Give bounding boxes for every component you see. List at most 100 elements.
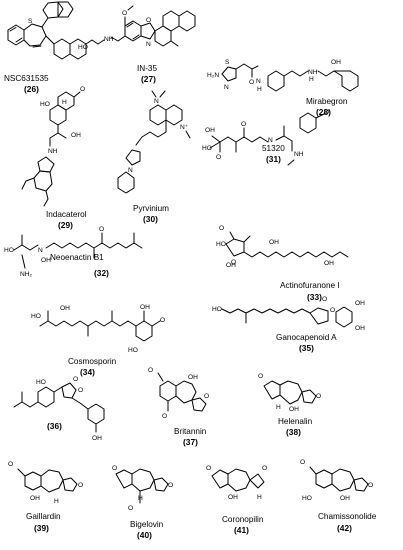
atom-O-29: O xyxy=(80,86,85,93)
atom-NH-28: NH xyxy=(308,69,318,76)
compound-number-37: (37) xyxy=(183,437,198,447)
compound-name-26: NSC631535 xyxy=(4,74,49,83)
atom-O-ketone-32: O xyxy=(99,226,104,233)
structure-32: HO NH₂ N OH O Neoenactin B1 (32) xyxy=(4,226,143,278)
atom-OH2-34: OH xyxy=(60,305,70,312)
structure-37: O OH O O Britannin (37) xyxy=(148,367,209,447)
atom-OH-37: OH xyxy=(188,374,198,381)
atom-O-lactone-40: O xyxy=(168,482,173,489)
atom-OMe-31: O xyxy=(324,109,329,116)
structure-31: OH HO O O N O NH 51320 (31) xyxy=(202,109,329,166)
compound-name-34: Cosmosporin xyxy=(68,357,117,366)
compound-name-37: Britannin xyxy=(174,427,207,436)
structure-27: O N O NH HO IN-35 (27) xyxy=(78,5,196,84)
atom-O-oxazole: O xyxy=(146,17,151,24)
atom-H2N-28: H₂N xyxy=(207,72,219,79)
atom-OH2-35: OH xyxy=(355,325,365,332)
atom-OH-36: OH xyxy=(92,435,102,442)
atom-OH-42: OH xyxy=(340,495,350,502)
compound-name-38: Helenalin xyxy=(278,417,313,426)
atom-O-acetyl-42: O xyxy=(300,459,305,466)
atom-O-acetyl-40: O xyxy=(128,505,133,512)
atom-Nplus-30: N⁺ xyxy=(180,124,189,131)
structure-36: HO O O OH (36) xyxy=(13,376,105,442)
atom-OH-ring-34: OH xyxy=(140,304,150,311)
structure-41: O OH O H Coronopilin (41) xyxy=(206,465,267,535)
structure-40: O H O O Bigelovin (40) xyxy=(112,465,173,540)
atom-HO-42: HO xyxy=(302,495,312,502)
atom-H-39: H xyxy=(54,498,59,505)
atom-OH-39: OH xyxy=(30,495,40,502)
structure-30: N N⁺ N Pyrvinium (30) xyxy=(117,90,191,224)
atom-S: S xyxy=(28,18,33,25)
structure-42: O HO OH O Chamissonolide (42) xyxy=(300,459,377,533)
atom-H2-28: H xyxy=(309,76,314,83)
atom-H-38: H xyxy=(276,404,281,411)
atom-H-41: H xyxy=(257,494,262,501)
atom-HO-36: HO xyxy=(36,379,46,386)
compound-number-38: (38) xyxy=(286,427,301,437)
compound-number-28: (28) xyxy=(316,107,331,117)
atom-N-amide-28: N xyxy=(256,78,261,85)
atom-HO-29: HO xyxy=(40,101,50,108)
compound-number-42: (42) xyxy=(337,523,352,533)
atom-O-lactone-39: O xyxy=(78,482,83,489)
atom-O-ring-35: O xyxy=(330,307,335,314)
atom-O-acetyl-39: O xyxy=(8,461,13,468)
atom-OH-chain-33: OH xyxy=(269,239,279,246)
atom-N-28: N xyxy=(224,84,229,91)
compound-number-30: (30) xyxy=(143,214,158,224)
compound-name-28: Mirabegron xyxy=(306,97,348,106)
structure-29: HO H O OH NH Indacaterol (29) xyxy=(21,86,87,230)
atom-NH-amine-29: NH xyxy=(48,148,58,155)
atom-O-ring-36: O xyxy=(78,387,83,394)
atom-NH-27: NH xyxy=(104,36,114,43)
atom-O-aldehyde-34: O xyxy=(160,317,165,324)
compound-name-40: Bigelovin xyxy=(130,520,164,529)
compound-number-27: (27) xyxy=(141,74,156,84)
compound-name-42: Chamissonolide xyxy=(318,512,377,521)
compound-number-33: (33) xyxy=(307,292,322,302)
atom-OH-31: OH xyxy=(205,127,215,134)
atom-NH-29: H xyxy=(62,99,67,106)
structure-39: O OH H O Gaillardin (39) xyxy=(8,461,83,533)
atom-O-lactone-38: O xyxy=(316,393,321,400)
compound-number-41: (41) xyxy=(234,525,249,535)
atom-HO-33: HO xyxy=(216,241,226,248)
atom-OH-35: OH xyxy=(355,300,365,307)
compound-number-29: (29) xyxy=(58,220,73,230)
atom-NH2-32: NH₂ xyxy=(20,271,33,278)
compound-name-33: Actinofuranone I xyxy=(280,281,340,290)
atom-O-methoxy: O xyxy=(122,10,127,17)
atom-OH-chain2-33: OH xyxy=(324,260,334,267)
compound-number-32: (32) xyxy=(94,268,109,278)
atom-H-28: H xyxy=(257,86,262,93)
compound-number-26: (26) xyxy=(24,84,39,94)
compound-number-34: (34) xyxy=(80,367,95,377)
structure-38: O OH H O Helenalin (38) xyxy=(258,373,321,437)
atom-O-36: O xyxy=(73,376,78,383)
atom-OH-29: OH xyxy=(71,132,81,139)
atom-HO-35: HO xyxy=(212,306,222,313)
atom-HO-32: HO xyxy=(4,247,14,254)
atom-O-lactone-42: O xyxy=(368,482,373,489)
compound-name-29: Indacaterol xyxy=(46,210,87,219)
structure-35: HO O O OH OH Ganocapenoid A (35) xyxy=(212,296,365,353)
compound-name-30: Pyrvinium xyxy=(133,204,169,213)
atom-OH-38: OH xyxy=(289,406,299,413)
compound-name-41: Coronopilin xyxy=(222,515,264,524)
compound-number-39: (39) xyxy=(34,523,49,533)
compound-name-31: 51320 xyxy=(262,144,285,153)
structure-28: H₂N S N O N H NH H OH Mirabegron (28) xyxy=(207,59,359,117)
atom-N-32: N xyxy=(38,247,43,254)
atom-HO-27: HO xyxy=(78,44,88,51)
atom-O-lactone-37: O xyxy=(204,393,209,400)
compound-name-35: Ganocapenoid A xyxy=(276,333,337,342)
atom-OH-32: OH xyxy=(41,257,51,264)
structure-26: S NSC631535 (26) xyxy=(4,1,87,94)
atom-S-28: S xyxy=(225,59,230,66)
compound-number-31: (31) xyxy=(266,154,281,164)
atom-NH-31: N xyxy=(268,137,273,144)
atom-HO-ring-34: HO xyxy=(128,347,138,354)
compound-number-36: (36) xyxy=(47,421,62,431)
